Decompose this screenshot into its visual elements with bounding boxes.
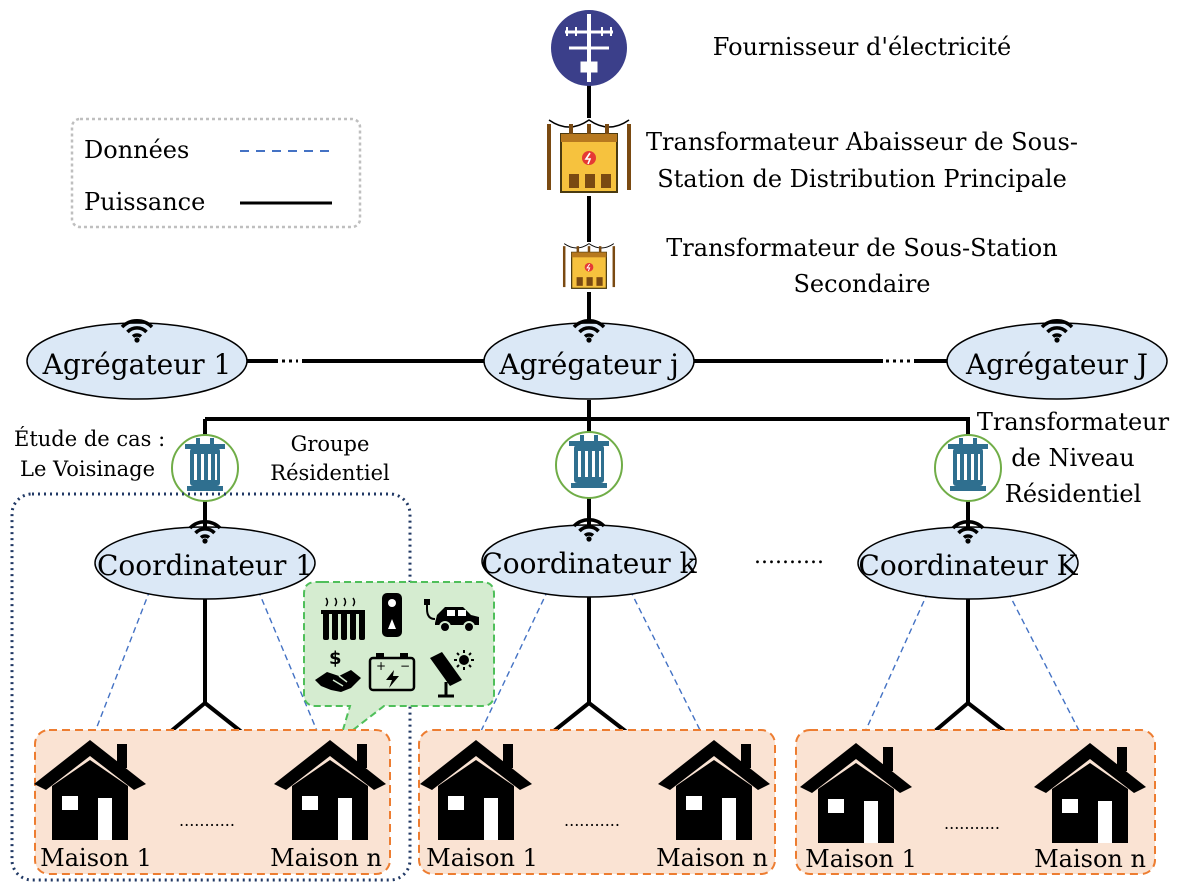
pole-transformer-icon (555, 431, 623, 499)
coordinator-1: Coordinateur 1 (94, 519, 316, 600)
supplier-label: Fournisseur d'électricité (713, 33, 1012, 61)
case-study-label: Étude de cas : Le Voisinage (14, 427, 165, 481)
residential-transformer-line2: de Niveau (1011, 444, 1134, 472)
svg-text:$: $ (329, 648, 342, 669)
coordinator-ellipsis: .......... (754, 544, 824, 569)
house-first-label: Maison 1 (805, 845, 917, 873)
aggregator-1: Agrégateur 1 (26, 318, 248, 400)
residential-transformer-label: Transformateur de Niveau Résidentiel (977, 408, 1170, 508)
appliance-callout: $ + − (303, 581, 495, 743)
radiator-icon (321, 597, 365, 640)
legend-data-label: Données (84, 136, 189, 164)
house-first-label: Maison 1 (426, 844, 538, 872)
pole-transformer-icon (934, 434, 1002, 502)
coordinator-K-label: Coordinateur K (858, 549, 1078, 582)
svg-text:−: − (400, 659, 410, 673)
supplier-node: Fournisseur d'électricité (551, 10, 1011, 86)
pole-transformer-icon (171, 434, 239, 502)
legend: Données Puissance (70, 117, 362, 229)
svg-text:+: + (376, 659, 386, 673)
house-last-label: Maison n (270, 844, 382, 872)
main-substation: Transformateur Abaisseur de Sous- Statio… (546, 119, 1078, 193)
secondary-substation: Transformateur de Sous-Station Secondair… (562, 234, 1058, 298)
substation-transformer-icon (546, 119, 632, 193)
house-group-1: ........... Maison 1 Maison n (34, 729, 391, 875)
secondary-substation-label-line2: Secondaire (793, 270, 930, 298)
main-substation-label-line1: Transformateur Abaisseur de Sous- (646, 128, 1078, 156)
coordinator-K: Coordinateur K (857, 519, 1079, 600)
legend-power-label: Puissance (84, 188, 205, 216)
case-study-line2: Le Voisinage (20, 457, 155, 481)
residential-transformer-line3: Résidentiel (1005, 480, 1142, 508)
aggregator-1-label: Agrégateur 1 (42, 348, 232, 381)
main-substation-label-line2: Station de Distribution Principale (657, 165, 1067, 193)
houses-ellipsis: ........... (179, 811, 235, 830)
aggregator-J-label: Agrégateur J (965, 348, 1148, 381)
house-last-label: Maison n (1034, 845, 1146, 873)
coordinator-k-label: Coordinateur k (481, 547, 697, 580)
coordinator-k: Coordinateur k (481, 517, 698, 598)
houses-ellipsis: ........... (564, 811, 620, 830)
secondary-substation-label-line1: Transformateur de Sous-Station (666, 234, 1057, 262)
battery-icon: + − (368, 653, 416, 692)
group-line1: Groupe (291, 432, 370, 456)
electric-car-icon (424, 599, 479, 633)
house-group-2: ........... Maison 1 Maison n (418, 729, 776, 875)
trunk-power-line (203, 80, 970, 445)
case-study-line1: Étude de cas : (14, 427, 165, 451)
trade-handshake-icon: $ (315, 648, 361, 692)
water-heater-icon (382, 593, 402, 637)
houses-ellipsis: ........... (944, 814, 1000, 833)
substation-transformer-icon (562, 243, 616, 289)
house-group-3: ........... Maison 1 Maison n (795, 729, 1156, 875)
data-links (87, 589, 1091, 753)
house-last-label: Maison n (656, 844, 768, 872)
residential-transformer-line1: Transformateur (977, 408, 1170, 436)
power-pole-icon (565, 14, 613, 82)
group-label: Groupe Résidentiel (270, 432, 390, 485)
house-first-label: Maison 1 (40, 844, 152, 872)
group-line2: Résidentiel (270, 461, 390, 485)
coordinator-1-label: Coordinateur 1 (97, 549, 313, 582)
aggregator-J: Agrégateur J (946, 318, 1168, 400)
solar-panel-icon (430, 650, 474, 698)
aggregator-j: Agrégateur j (483, 318, 695, 400)
aggregator-j-label: Agrégateur j (498, 348, 679, 381)
